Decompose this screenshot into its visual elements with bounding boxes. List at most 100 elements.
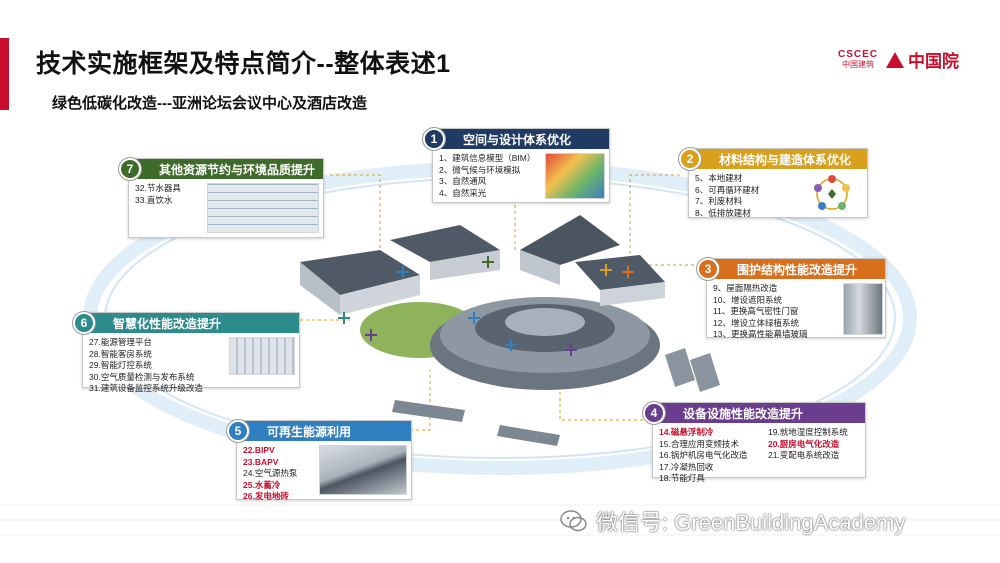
connector-2 — [629, 174, 680, 270]
panel-title: 材料结构与建造体系优化 — [719, 152, 852, 167]
panel-item-list-left: 14.磁悬浮制冷 15.合理应用变频技术 16.锅炉机房电气化改造 17.冷凝热… — [653, 423, 762, 489]
list-item: 13、更换高性能幕墙玻璃 — [713, 329, 808, 339]
panel-item-list: 27.能源管理平台 28.智能客房系统 29.智能灯控系统 30.空气质量检测与… — [83, 333, 299, 399]
panel-header: 7 其他资源节约与环境品质提升 — [119, 158, 323, 180]
panel-number-badge: 1 — [423, 128, 445, 150]
crosshair-gold — [600, 264, 612, 276]
page-title: 技术实施框架及特点简介--整体表述1 — [36, 50, 451, 78]
connector-4 — [559, 380, 655, 421]
wechat-watermark: 微信号: GreenBuildingAcademy — [560, 505, 905, 537]
panel-item-list: 5、本地建材 6、可再循环建材 7、利废材料 8、低排放建材 — [689, 169, 867, 223]
list-item: 10、增设遮阳系统 — [713, 294, 782, 305]
list-item: 16.锅炉机房电气化改造 — [659, 450, 748, 460]
list-item: 19.就地湿度控制系统 — [767, 427, 848, 437]
list-item: 22.BIPV — [243, 445, 275, 455]
panel-header: 3 围护结构性能改造提升 — [697, 258, 885, 280]
panel-number-badge: 5 — [227, 420, 249, 442]
panel-number-badge: 4 — [643, 402, 665, 424]
panel-columns: 14.磁悬浮制冷 15.合理应用变频技术 16.锅炉机房电气化改造 17.冷凝热… — [653, 423, 865, 489]
list-item: 28.智能客房系统 — [89, 348, 152, 359]
panel-title: 其他资源节约与环境品质提升 — [159, 162, 316, 177]
connector-7 — [330, 174, 381, 255]
block-right-2 — [690, 353, 720, 392]
panel-header: 6 智慧化性能改造提升 — [73, 312, 299, 334]
panel-number-badge: 7 — [119, 158, 141, 180]
block-right-1 — [665, 348, 695, 387]
list-item: 14.磁悬浮制冷 — [659, 427, 714, 437]
wechat-icon — [560, 510, 587, 532]
list-item: 29.智能灯控系统 — [89, 360, 152, 370]
crosshair-markers — [338, 256, 634, 356]
panel-item-list: 9、屋面隔热改造 10、增设遮阳系统 11、更换高气密性门窗 12、增设立体绿植… — [707, 279, 885, 345]
crosshair-green — [482, 256, 494, 268]
list-item: 12、增设立体绿植系统 — [713, 317, 799, 328]
panel-title: 可再生能源利用 — [267, 424, 352, 439]
connector-lines — [300, 174, 700, 431]
panel-item-list: 22.BIPV 23.BAPV 24.空气源热泵 25.水蓄冷 26.发电地砖 — [237, 441, 411, 507]
right-wing-roof — [575, 255, 665, 290]
crosshair-blue-1 — [397, 266, 409, 278]
crosshair-orange — [622, 266, 634, 278]
panel-title: 智慧化性能改造提升 — [113, 316, 222, 331]
list-item: 24.空气源热泵 — [243, 468, 298, 478]
right-wing-facade — [600, 282, 665, 306]
panel-number-badge: 6 — [73, 312, 95, 334]
company-logo: CSCEC 中国建筑 中国院 — [838, 47, 959, 72]
upper-left-facade — [430, 250, 500, 280]
list-item: 20.厨房电气化改造 — [767, 438, 840, 449]
panel-header: 1 空间与设计体系优化 — [423, 128, 609, 150]
list-item: 8、低排放建材 — [695, 207, 751, 218]
left-wing-facade — [300, 262, 340, 315]
panel-number-badge: 3 — [697, 258, 719, 280]
list-item: 17.冷凝热回收 — [659, 461, 714, 472]
panel-number-badge: 2 — [679, 148, 701, 170]
list-item: 18.节能灯具 — [659, 473, 705, 483]
list-item: 4、自然采光 — [439, 187, 487, 198]
accent-bar — [0, 38, 9, 110]
crosshair-blue-2 — [468, 312, 480, 324]
list-item: 2、微气候与环境模拟 — [439, 164, 521, 175]
cscec-logo-en: CSCEC — [838, 49, 879, 60]
bottom-decor — [0, 504, 1000, 536]
solar-roof-image — [319, 445, 407, 495]
panel-smart: 6 智慧化性能改造提升 27.能源管理平台 28.智能客房系统 29.智能灯控系… — [73, 312, 300, 393]
list-item: 9、屋面隔热改造 — [713, 283, 778, 293]
smart-system-diagram — [229, 337, 295, 375]
list-item: 6、可再循环建材 — [695, 184, 760, 195]
cscec-logo-cn: 中国建筑 — [842, 60, 874, 69]
crosshair-purple — [365, 329, 377, 341]
circular-building-core — [505, 308, 585, 336]
connector-5 — [410, 370, 431, 431]
panel-equipment: 4 设备设施性能改造提升 14.磁悬浮制冷 15.合理应用变频技术 16.锅炉机… — [643, 402, 866, 483]
list-item: 27.能源管理平台 — [89, 337, 152, 347]
block-lower-right — [497, 425, 560, 446]
panel-title: 设备设施性能改造提升 — [683, 406, 804, 421]
upper-left-roof — [390, 225, 500, 262]
panel-item-list: 32.节水器具 33.直饮水 — [129, 179, 323, 210]
cscec-logo: CSCEC 中国建筑 — [838, 50, 878, 69]
water-system-diagram — [207, 183, 319, 233]
list-item: 5、本地建材 — [695, 173, 743, 183]
crosshair-blue-3 — [505, 339, 517, 351]
panel-item-list: 1、建筑信息模型（BIM） 2、微气候与环境模拟 3、自然通风 4、自然采光 — [433, 149, 609, 203]
logo-name: 中国院 — [908, 52, 960, 71]
watermark-text: 微信号: GreenBuildingAcademy — [596, 510, 906, 535]
list-item: 23.BAPV — [243, 456, 279, 467]
list-item: 26.发电地砖 — [243, 491, 289, 501]
list-item: 25.水蓄冷 — [243, 479, 281, 490]
facade-section-image — [843, 283, 883, 335]
list-item: 33.直饮水 — [135, 194, 173, 205]
bim-model-image — [545, 153, 605, 199]
panel-title: 围护结构性能改造提升 — [737, 262, 858, 277]
panel-material-structure: 2 材料结构与建造体系优化 5、本地建材 6、可再循环建材 7、利废材料 8、低… — [679, 148, 868, 218]
panel-title: 空间与设计体系优化 — [463, 132, 572, 147]
list-item: 15.合理应用变频技术 — [659, 438, 739, 449]
left-wing-roof — [300, 250, 420, 295]
page-subtitle: 绿色低碳化改造---亚洲论坛会议中心及酒店改造 — [52, 95, 367, 112]
triangle-building-roof — [520, 215, 620, 265]
triangle-building-facade — [520, 250, 560, 285]
panel-resources: 7 其他资源节约与环境品质提升 32.节水器具 33.直饮水 — [119, 158, 324, 238]
panel-envelope: 3 围护结构性能改造提升 9、屋面隔热改造 10、增设遮阳系统 11、更换高气密… — [697, 258, 886, 339]
list-item: 21.变配电系统改造 — [767, 450, 840, 460]
panel-item-list-right: 19.就地湿度控制系统 20.厨房电气化改造 21.变配电系统改造 — [762, 423, 865, 489]
